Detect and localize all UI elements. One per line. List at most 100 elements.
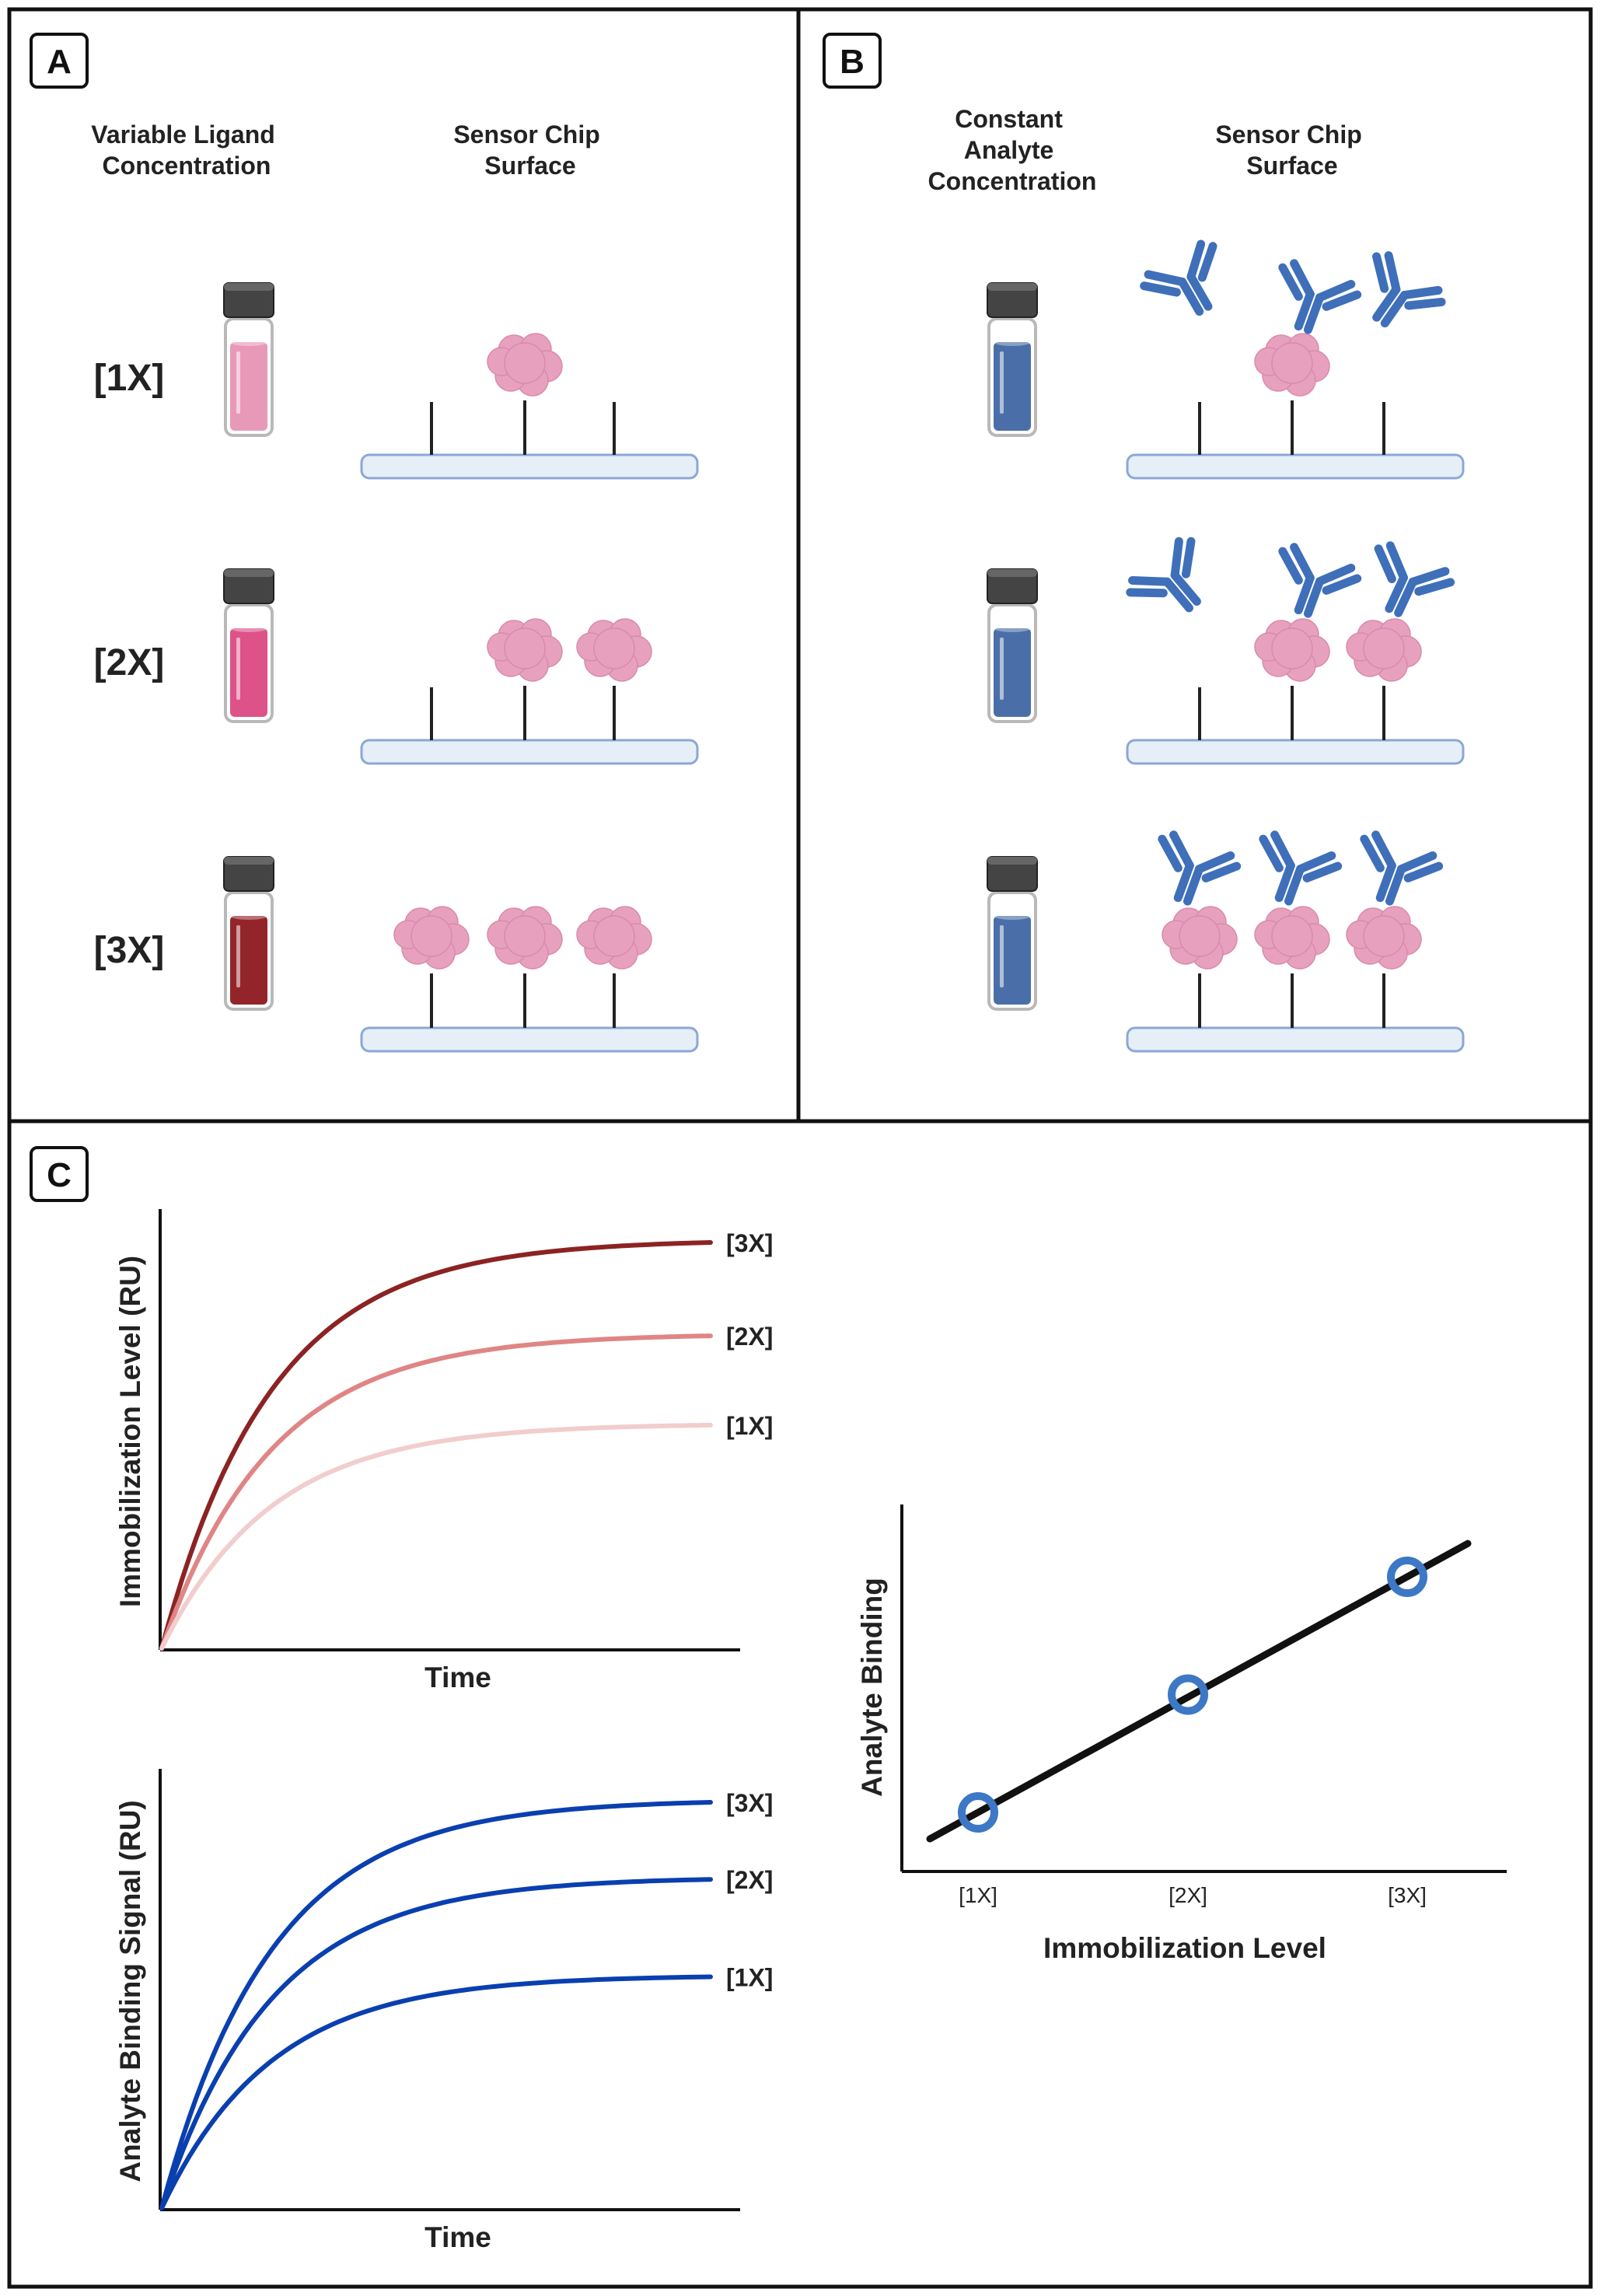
ligand-shape — [576, 618, 652, 682]
ligand-shape — [1254, 618, 1330, 682]
antibody-stem — [1380, 291, 1410, 328]
antibody-arm — [1315, 563, 1356, 586]
antibody-bound — [1259, 830, 1343, 906]
vial-liquid — [230, 628, 267, 717]
ligand — [1254, 333, 1330, 397]
antibody-arm — [1195, 851, 1235, 874]
panel-c-letter: C — [47, 1156, 72, 1194]
x-axis-label: Immobilization Level — [1043, 1932, 1326, 1964]
series-line-2 — [159, 1877, 713, 2210]
panel-c-border — [7, 1119, 1593, 2289]
ligand-shape — [487, 333, 563, 397]
antibody-bound — [1374, 541, 1455, 617]
panel-b-header-left: Constant Analyte Concentration — [928, 105, 1097, 195]
antibody-arm — [1278, 547, 1303, 585]
ligand — [576, 618, 652, 682]
ligand-vial-3 — [223, 856, 274, 1011]
antibody-arm — [1403, 861, 1444, 882]
vial-meniscus — [230, 338, 267, 346]
series-label-3: [1X] — [726, 1963, 773, 1991]
vial-meniscus — [230, 912, 267, 920]
vial-cap-top — [987, 283, 1037, 291]
panel-b-header-right: Sensor Chip Surface — [1215, 121, 1368, 180]
antibody-stem — [1294, 573, 1315, 615]
vial-highlight — [236, 351, 240, 414]
series-label-1: [3X] — [726, 1789, 773, 1817]
panel-b-letter: B — [840, 43, 865, 81]
antibody-arm — [1385, 541, 1408, 582]
x-axis-label: Time — [424, 2221, 491, 2253]
antibody-stem — [1170, 571, 1201, 606]
vial-liquid — [994, 916, 1031, 1005]
panel-c-letter-box: C — [30, 1146, 89, 1202]
antibody-arm — [1140, 281, 1181, 297]
antibody-arm — [1278, 263, 1303, 301]
concentration-label-2x: [2X] — [94, 642, 165, 683]
ligand — [1346, 906, 1422, 970]
antibody-arm — [1259, 834, 1284, 872]
antibody-stem — [1372, 285, 1401, 322]
ligand-shape — [1254, 333, 1330, 397]
antibody-stem — [1394, 577, 1417, 617]
antibody-arm — [1360, 834, 1385, 872]
antibody-stem — [1303, 577, 1325, 618]
ligand — [393, 906, 470, 970]
ligand-shape — [487, 906, 563, 970]
vial-cap-top — [224, 283, 274, 291]
concentration-label-1x: [1X] — [94, 358, 165, 399]
vial-highlight — [1000, 351, 1004, 414]
ligand — [1346, 618, 1422, 682]
x-tick-label-1: [1X] — [959, 1883, 997, 1907]
ligand — [1254, 906, 1330, 970]
trendline — [926, 1539, 1472, 1843]
ligand — [1254, 618, 1330, 682]
ligand-vial-1 — [223, 282, 274, 437]
antibody-arm — [1372, 252, 1389, 293]
antibody-stem — [1274, 861, 1295, 903]
ligand-shape — [1162, 906, 1238, 970]
series-label-1: [3X] — [726, 1229, 773, 1257]
ligand-vial-2 — [223, 568, 274, 723]
antibody-arm — [1322, 574, 1362, 595]
vial-highlight — [1000, 638, 1004, 700]
vial-highlight — [236, 925, 240, 987]
antibody-arm — [1400, 285, 1443, 300]
antibody-arm — [1296, 851, 1336, 874]
ligand — [576, 906, 652, 970]
antibody-arm — [1126, 588, 1168, 598]
y-axis-label: Analyte Binding Signal (RU) — [114, 1800, 146, 2182]
antibody-arm — [1270, 830, 1295, 870]
antibody-stem — [1178, 278, 1204, 316]
chart-binding-vs-immobilization: [1X][2X][3X]Immobilization LevelAnalyte … — [856, 1504, 1507, 1964]
panel-a-header-left: Variable Ligand Concentration — [91, 121, 281, 180]
antibody-stem — [1183, 865, 1204, 906]
ligand-shape — [393, 906, 470, 970]
antibody-arm — [1170, 536, 1183, 580]
ligand — [487, 906, 563, 970]
vial-cap-top — [224, 857, 274, 865]
antibody-free — [1372, 251, 1446, 328]
antibody-arm — [1201, 861, 1242, 882]
y-axis-label: Immobilization Level (RU) — [114, 1256, 146, 1607]
sensor-chip-a-2 — [360, 739, 699, 765]
vial-meniscus — [994, 624, 1031, 632]
vial-cap-top — [987, 857, 1037, 865]
sensor-chip-b-3 — [1126, 1026, 1465, 1053]
antibody-arm — [1290, 543, 1315, 582]
antibody-arm — [1384, 251, 1401, 294]
antibody-stem — [1303, 293, 1325, 334]
antibody-arm — [1374, 544, 1396, 584]
series-line-2 — [159, 1333, 713, 1651]
antibody-bound — [1278, 259, 1362, 334]
vial-highlight — [1000, 925, 1004, 987]
ligand — [487, 333, 563, 397]
antibody-arm — [1144, 270, 1187, 286]
sensor-chip-a-3 — [360, 1026, 699, 1053]
antibody-arm — [1290, 259, 1315, 299]
ligand-shape — [1346, 906, 1422, 970]
series-label-3: [1X] — [726, 1412, 773, 1440]
ligand-shape — [1346, 618, 1422, 682]
series-line-3 — [159, 1974, 713, 2210]
